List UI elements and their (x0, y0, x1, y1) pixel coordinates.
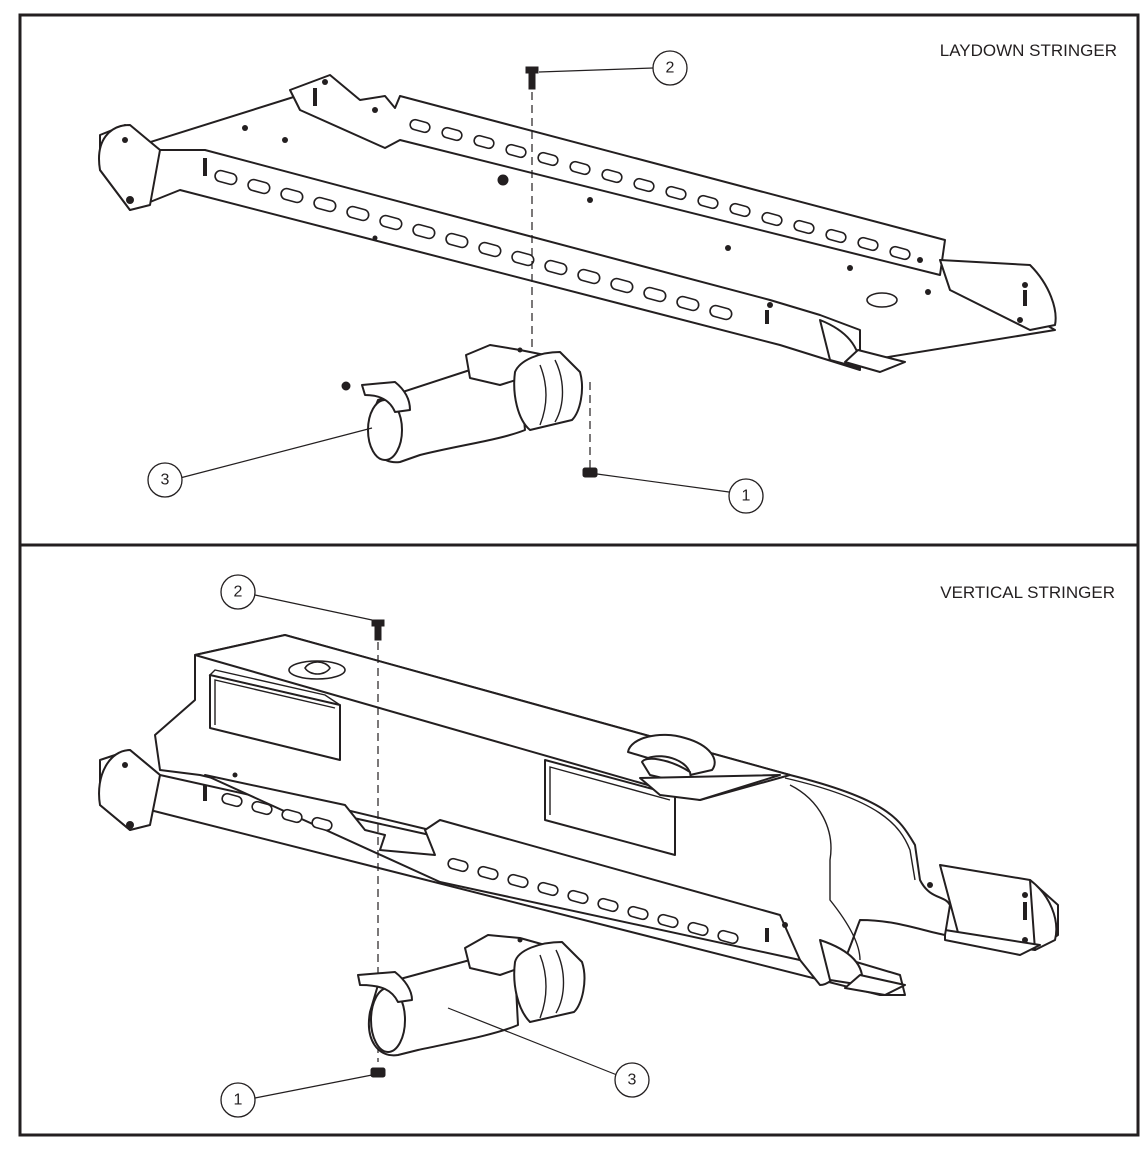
vertical-stringer-drawing (98, 634, 1059, 996)
near-rail-slots (214, 169, 733, 321)
tube-receiver-drawing (341, 344, 583, 464)
laydown-stringer-drawing (98, 74, 1057, 373)
svg-text:3: 3 (161, 472, 170, 489)
vertical-panel-frame (18, 543, 1140, 1137)
nut-drawing (582, 467, 598, 478)
svg-text:3: 3 (628, 1072, 637, 1089)
laydown-title: LAYDOWN STRINGER (940, 41, 1117, 60)
svg-text:2: 2 (234, 584, 243, 601)
bolt-drawing (525, 66, 539, 90)
callout-3: 3 (147, 462, 183, 498)
tube-receiver-drawing-2 (357, 934, 586, 1057)
vertical-rail-slots (221, 792, 739, 945)
callout-1: 1 (728, 478, 764, 514)
svg-text:2: 2 (666, 60, 675, 77)
callout-2: 2 (652, 50, 688, 86)
vertical-panel: VERTICAL STRINGER (18, 543, 1140, 1137)
svg-text:1: 1 (234, 1092, 243, 1109)
bolt-drawing-2 (371, 619, 385, 641)
nut-drawing-2 (370, 1067, 386, 1078)
callout-2-vertical: 2 (220, 574, 256, 610)
laydown-panel: LAYDOWN STRINGER (18, 13, 1140, 547)
callout-3-vertical: 3 (614, 1062, 650, 1098)
callout-1-vertical: 1 (220, 1082, 256, 1118)
vertical-title: VERTICAL STRINGER (940, 583, 1115, 602)
svg-text:1: 1 (742, 488, 751, 505)
far-rail-slots (409, 118, 911, 261)
